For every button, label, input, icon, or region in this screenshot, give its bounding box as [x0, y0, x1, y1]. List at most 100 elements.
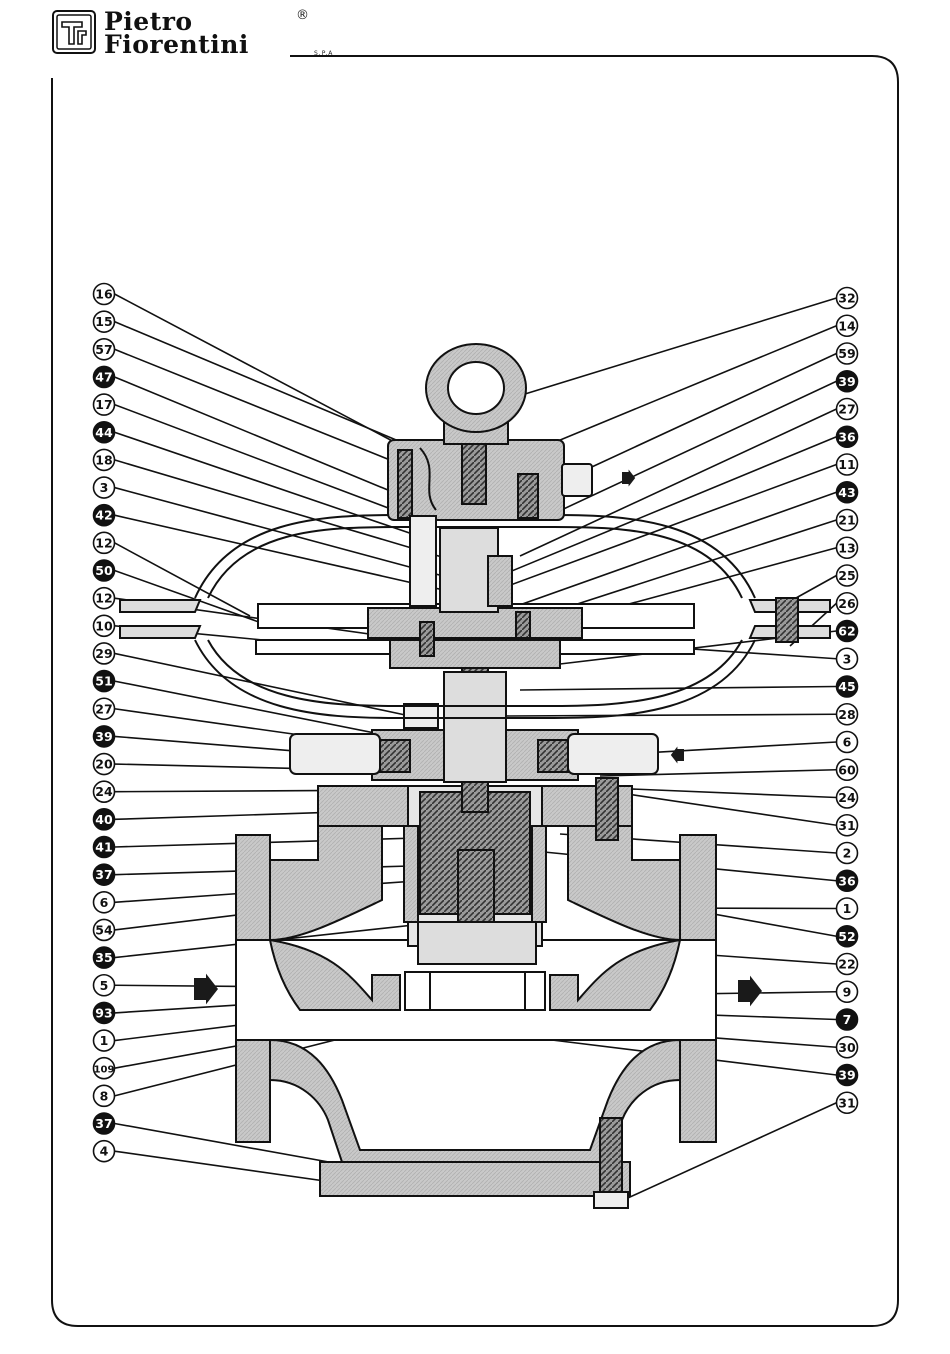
callout-label: 41 [95, 840, 112, 855]
callout-left-6: 6 [94, 892, 115, 913]
callout-left-39: 39 [94, 726, 115, 747]
callout-label: 7 [843, 1012, 852, 1027]
callout-left-15: 15 [94, 311, 115, 332]
callout-right-31: 31 [837, 815, 858, 836]
callout-left-27: 27 [94, 698, 115, 719]
callout-right-2: 2 [837, 843, 858, 864]
inlet-flow-arrow [194, 974, 218, 1005]
callout-left-35: 35 [94, 947, 115, 968]
callout-left-41: 41 [94, 837, 115, 858]
callout-label: 1 [100, 1033, 109, 1048]
callout-label: 8 [100, 1088, 109, 1103]
callout-right-62: 62 [837, 621, 858, 642]
callout-label: 25 [838, 568, 855, 583]
callout-label: 39 [838, 1068, 855, 1083]
callout-label: 35 [95, 950, 112, 965]
callout-right-13: 13 [837, 537, 858, 558]
callout-label: 11 [838, 457, 855, 472]
callout-label: 20 [95, 757, 113, 772]
callout-label: 47 [95, 369, 112, 384]
callout-right-32: 32 [837, 288, 858, 309]
callout-right-7: 7 [837, 1009, 858, 1030]
callout-left-37: 37 [94, 1113, 115, 1134]
callout-right-43: 43 [837, 482, 858, 503]
top-port-arrow [622, 470, 635, 487]
callout-label: 13 [838, 540, 855, 555]
leader-line [115, 405, 421, 520]
callout-left-40: 40 [94, 809, 115, 830]
callout-left-5: 5 [94, 975, 115, 996]
callout-label: 15 [95, 314, 112, 329]
callout-right-31: 31 [837, 1092, 858, 1113]
callout-label: 29 [95, 646, 112, 661]
callout-label: 57 [95, 342, 112, 357]
leader-line [540, 381, 837, 520]
callout-left-37: 37 [94, 864, 115, 885]
callout-right-27: 27 [837, 399, 858, 420]
callout-label: 21 [838, 513, 855, 528]
callout-label: 9 [843, 984, 852, 999]
leader-line [568, 354, 837, 479]
callout-label: 50 [95, 563, 113, 578]
callout-label: 2 [843, 846, 852, 861]
leader-line [606, 1103, 837, 1208]
callout-left-18: 18 [94, 449, 115, 470]
callout-label: 44 [95, 425, 113, 440]
callout-left-54: 54 [94, 919, 115, 940]
callout-left-1: 1 [94, 1030, 115, 1051]
callout-label: 12 [95, 591, 112, 606]
callout-label: 39 [95, 729, 112, 744]
callout-label: 54 [95, 922, 113, 937]
callout-left-51: 51 [94, 671, 115, 692]
callout-label: 59 [838, 346, 855, 361]
callout-right-24: 24 [837, 787, 858, 808]
callout-label: 52 [838, 929, 855, 944]
leader-line [520, 687, 837, 691]
callout-label: 36 [838, 873, 856, 888]
callout-left-12: 12 [94, 588, 115, 609]
callout-label: 14 [838, 318, 856, 333]
leader-line [512, 298, 837, 398]
callout-right-36: 36 [837, 870, 858, 891]
callout-left-17: 17 [94, 394, 115, 415]
callout-label: 31 [838, 1095, 855, 1110]
callout-left-16: 16 [94, 284, 115, 305]
callout-right-59: 59 [837, 343, 858, 364]
callout-right-1: 1 [837, 898, 858, 919]
callout-right-39: 39 [837, 1065, 858, 1086]
leader-line [115, 349, 416, 470]
callout-right-21: 21 [837, 510, 858, 531]
callout-label: 3 [100, 480, 109, 495]
callout-label: 43 [838, 485, 855, 500]
callout-label: 39 [838, 374, 855, 389]
left-callouts: 1615574717441834212501210295127392024404… [94, 284, 115, 1162]
callout-right-25: 25 [837, 565, 858, 586]
callout-left-24: 24 [94, 781, 115, 802]
callout-label: 5 [100, 978, 109, 993]
leader-line [796, 576, 837, 599]
callout-label: 30 [838, 1040, 856, 1055]
callout-left-10: 10 [94, 615, 115, 636]
callout-label: 4 [100, 1144, 109, 1159]
callout-label: 37 [95, 867, 112, 882]
leader-line [115, 432, 431, 540]
callout-label: 16 [95, 287, 113, 302]
callout-label: 27 [95, 701, 112, 716]
callout-label: 60 [838, 762, 856, 777]
callout-label: 3 [843, 651, 852, 666]
top-actuator [388, 344, 592, 612]
callout-right-3: 3 [837, 648, 858, 669]
callout-label: 37 [95, 1116, 112, 1131]
callout-label: 51 [95, 674, 112, 689]
callout-label: 24 [838, 790, 856, 805]
callout-right-22: 22 [837, 954, 858, 975]
callout-label: 22 [838, 957, 855, 972]
callout-right-28: 28 [837, 704, 858, 725]
callout-left-20: 20 [94, 754, 115, 775]
callout-left-3: 3 [94, 477, 115, 498]
callout-left-93: 93 [94, 1002, 115, 1023]
leader-line [115, 571, 271, 627]
callout-label: 6 [843, 735, 852, 750]
callout-label: 40 [95, 812, 113, 827]
